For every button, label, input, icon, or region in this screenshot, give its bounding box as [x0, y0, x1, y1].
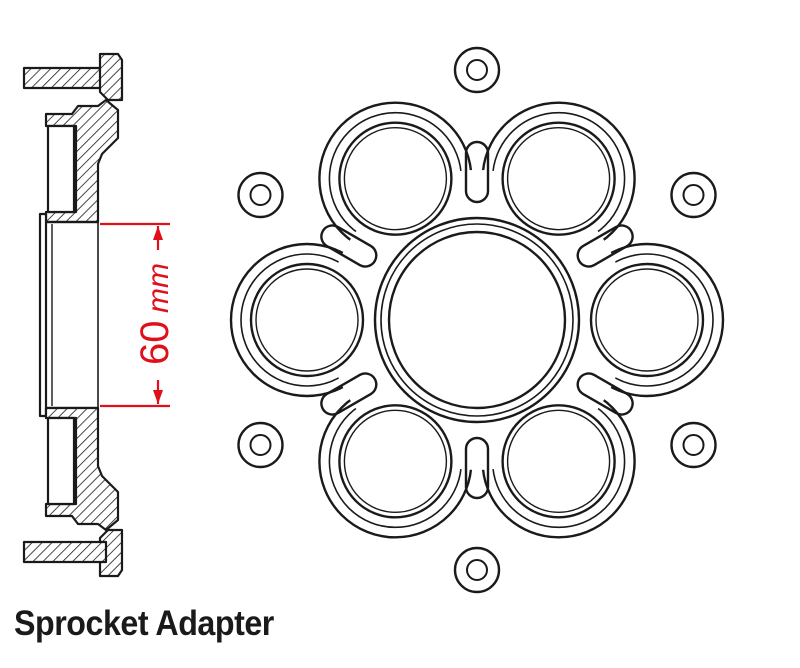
caption-title: Sprocket Adapter	[14, 604, 274, 643]
dimension-arrow-bottom	[153, 390, 163, 404]
large-hole-6	[338, 121, 453, 236]
slot-6	[320, 224, 378, 268]
large-hole-chamfer-1	[506, 126, 611, 231]
slot-2	[576, 224, 634, 268]
upper-pocket	[46, 124, 76, 214]
dimension-value: 60	[133, 321, 177, 366]
mounting-ear-5	[237, 421, 284, 469]
large-hole-5	[249, 262, 365, 378]
lobe-fill-3	[494, 397, 623, 526]
mounting-ear-4	[453, 546, 501, 594]
bore-middle-ring	[380, 223, 574, 417]
body-fill	[327, 170, 627, 470]
slot-4	[464, 436, 490, 500]
top-flange-lip	[98, 52, 124, 102]
central-bore	[387, 230, 567, 410]
bore-section	[38, 212, 48, 418]
mounting-ear-2	[670, 171, 717, 219]
large-hole-chamfer-3	[506, 409, 611, 514]
mounting-hole-1	[466, 59, 488, 81]
slot-1	[464, 140, 490, 204]
lobe-fill-4	[331, 397, 460, 526]
lobe-fill-1	[494, 114, 623, 243]
mounting-hole-5	[249, 434, 272, 456]
mounting-ear-6	[237, 171, 284, 219]
large-hole-4	[338, 404, 453, 519]
mounting-ear-3	[670, 421, 717, 469]
dimension-arrow-top	[153, 226, 163, 240]
front-view	[229, 46, 725, 594]
large-hole-1	[501, 121, 616, 236]
mounting-hole-4	[466, 559, 488, 581]
slot-5	[320, 372, 378, 416]
slot-3	[576, 372, 634, 416]
lobe-fill-6	[331, 114, 460, 243]
dimension-60mm	[100, 222, 170, 408]
large-hole-chamfer-4	[343, 409, 448, 514]
bore-outer-ring	[373, 216, 581, 424]
mounting-hole-6	[249, 184, 272, 206]
dimension-unit: mm	[142, 263, 175, 313]
mounting-hole-2	[682, 184, 705, 206]
large-hole-chamfer-5	[255, 268, 359, 372]
lobe-fill-5	[243, 256, 371, 384]
large-hole-chamfer-2	[595, 268, 699, 372]
mounting-ear-1	[453, 46, 501, 94]
bottom-flange-section	[22, 540, 108, 564]
large-hole-3	[501, 404, 616, 519]
mounting-hole-3	[682, 434, 705, 456]
large-hole-2	[589, 262, 705, 378]
lower-pocket	[46, 416, 76, 506]
top-flange-section	[22, 66, 108, 90]
section-view	[22, 52, 124, 578]
lobe-fill-2	[583, 256, 711, 384]
large-hole-chamfer-6	[343, 126, 448, 231]
